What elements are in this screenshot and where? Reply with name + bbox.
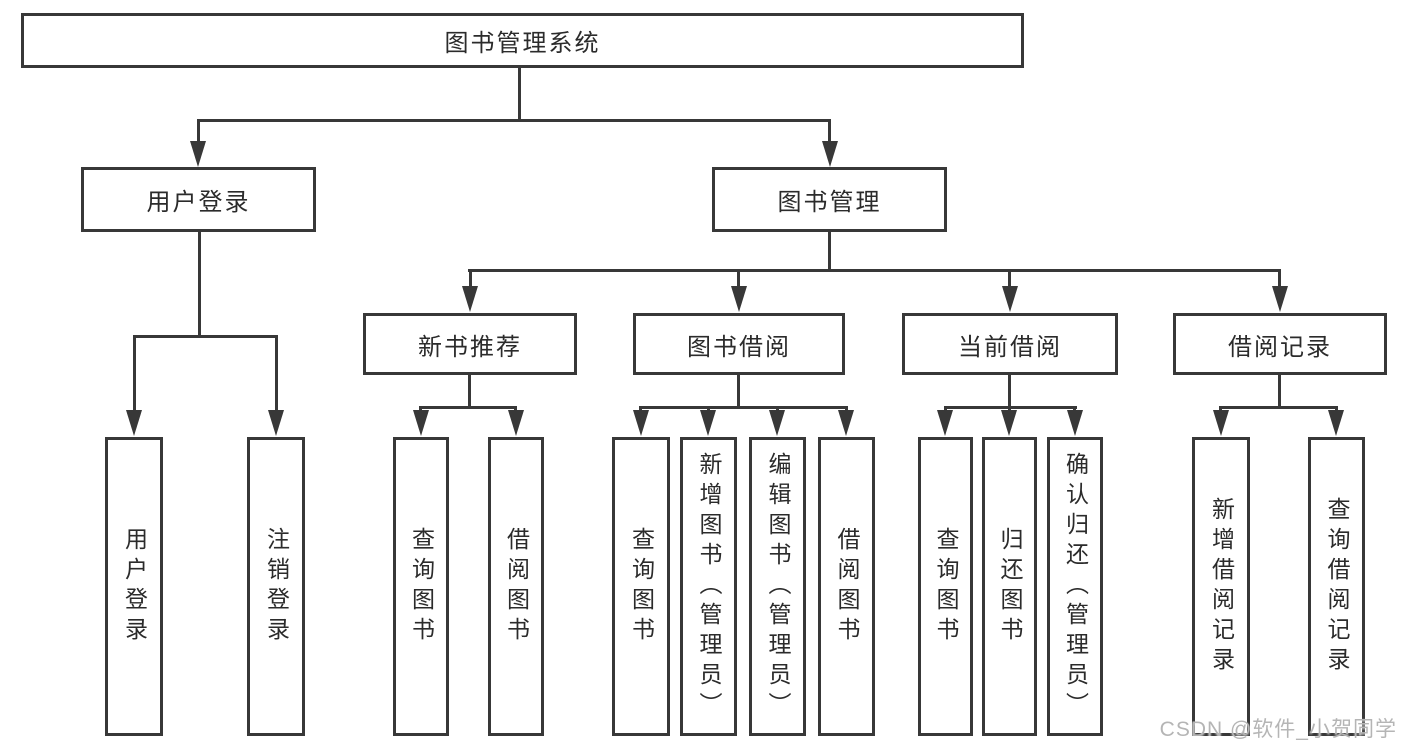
leaf-nbr-borrow-books: 借阅图书 xyxy=(488,437,544,736)
leaf-bb-edit-books-admin-label: 编辑图书（管理员） xyxy=(765,451,791,722)
node-new-book-recommend-label: 新书推荐 xyxy=(418,333,522,361)
connector-user-login-stem xyxy=(198,232,201,336)
connector-groupC-stem xyxy=(1008,375,1011,408)
arrow-down-icon xyxy=(1067,410,1083,436)
arrow-down-icon xyxy=(462,286,478,312)
connector-root-stem xyxy=(518,68,521,121)
arrow-down-icon xyxy=(838,410,854,436)
node-root: 图书管理系统 xyxy=(21,13,1024,68)
node-current-borrow: 当前借阅 xyxy=(902,313,1118,375)
arrow-down-icon xyxy=(126,410,142,436)
leaf-user-login: 用户登录 xyxy=(105,437,163,736)
leaf-bb-add-books-admin: 新增图书（管理员） xyxy=(680,437,737,736)
node-borrow-records-label: 借阅记录 xyxy=(1228,333,1332,361)
leaf-bb-borrow-books: 借阅图书 xyxy=(818,437,875,736)
leaf-cb-return-books-label: 归还图书 xyxy=(997,526,1023,647)
leaf-cb-confirm-return-admin-label: 确认归还（管理员） xyxy=(1062,451,1089,722)
leaf-bb-edit-books-admin: 编辑图书（管理员） xyxy=(749,437,806,736)
leaf-br-add-record: 新增借阅记录 xyxy=(1192,437,1250,736)
arrow-down-icon xyxy=(1002,286,1018,312)
leaf-user-login-label: 用户登录 xyxy=(121,526,148,647)
connector-book-mgmt-arm xyxy=(1008,269,1011,289)
arrow-down-icon xyxy=(633,410,649,436)
node-book-management: 图书管理 xyxy=(712,167,947,232)
arrow-down-icon xyxy=(508,410,524,436)
node-book-borrow: 图书借阅 xyxy=(633,313,845,375)
connector-root-split xyxy=(197,119,831,122)
leaf-bb-add-books-admin-label: 新增图书（管理员） xyxy=(696,451,722,722)
leaf-bb-query-books: 查询图书 xyxy=(612,437,670,736)
connector-groupD-stem xyxy=(1278,375,1281,408)
connector-root-left-arm xyxy=(197,119,200,145)
leaf-cb-query-books-label: 查询图书 xyxy=(933,526,959,647)
connector-book-mgmt-stem xyxy=(828,232,831,272)
leaf-bb-query-books-label: 查询图书 xyxy=(628,526,655,647)
arrow-down-icon xyxy=(731,286,747,312)
arrow-down-icon xyxy=(822,141,838,167)
leaf-br-add-record-label: 新增借阅记录 xyxy=(1208,496,1235,677)
leaf-nbr-query-books: 查询图书 xyxy=(393,437,449,736)
arrow-down-icon xyxy=(700,410,716,436)
connector-root-right-arm xyxy=(828,119,831,145)
node-borrow-records: 借阅记录 xyxy=(1173,313,1387,375)
arrow-down-icon xyxy=(1213,410,1229,436)
leaf-nbr-borrow-books-label: 借阅图书 xyxy=(503,526,530,647)
arrow-down-icon xyxy=(190,141,206,167)
arrow-down-icon xyxy=(1328,410,1344,436)
arrow-down-icon xyxy=(1001,410,1017,436)
leaf-cb-return-books: 归还图书 xyxy=(982,437,1037,736)
leaf-bb-borrow-books-label: 借阅图书 xyxy=(834,526,860,647)
leaf-br-query-record: 查询借阅记录 xyxy=(1308,437,1365,736)
connector-book-mgmt-arm xyxy=(737,269,740,289)
node-user-login: 用户登录 xyxy=(81,167,316,232)
connector-groupB-split xyxy=(640,406,848,409)
connector-book-mgmt-split xyxy=(468,269,1281,272)
leaf-nbr-query-books-label: 查询图书 xyxy=(408,526,435,647)
connector-user-login-arm xyxy=(133,335,136,412)
node-book-borrow-label: 图书借阅 xyxy=(687,333,791,361)
leaf-br-query-record-label: 查询借阅记录 xyxy=(1324,496,1350,677)
node-user-login-label: 用户登录 xyxy=(146,189,251,216)
node-root-label: 图书管理系统 xyxy=(444,30,601,57)
connector-user-login-arm xyxy=(275,335,278,412)
connector-groupA-split xyxy=(420,406,517,409)
arrow-down-icon xyxy=(268,410,284,436)
connector-book-mgmt-arm xyxy=(1278,269,1281,289)
leaf-logout-label: 注销登录 xyxy=(263,526,290,647)
connector-groupD-split xyxy=(1220,406,1338,409)
connector-user-login-split xyxy=(133,335,278,338)
leaf-cb-confirm-return-admin: 确认归还（管理员） xyxy=(1047,437,1103,736)
leaf-cb-query-books: 查询图书 xyxy=(918,437,973,736)
connector-groupA-stem xyxy=(468,375,471,408)
leaf-logout: 注销登录 xyxy=(247,437,305,736)
node-book-management-label: 图书管理 xyxy=(777,189,882,216)
connector-book-mgmt-arm xyxy=(469,269,472,289)
arrow-down-icon xyxy=(769,410,785,436)
arrow-down-icon xyxy=(413,410,429,436)
node-new-book-recommend: 新书推荐 xyxy=(363,313,577,375)
arrow-down-icon xyxy=(937,410,953,436)
arrow-down-icon xyxy=(1272,286,1288,312)
connector-groupB-stem xyxy=(737,375,740,408)
node-current-borrow-label: 当前借阅 xyxy=(958,333,1062,361)
